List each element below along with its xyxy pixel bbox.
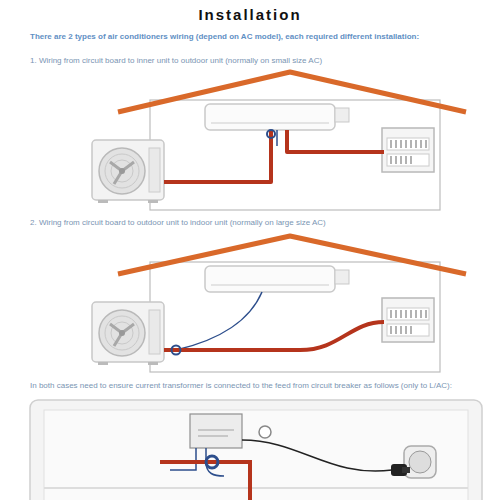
page-title: Installation (0, 6, 500, 23)
instruction-note: In both cases need to ensure current tra… (30, 381, 480, 391)
intro-note: There are 2 types of air conditioners wi… (30, 32, 480, 42)
case-note: 2. Wiring from circuit board to outdoor … (30, 218, 480, 228)
case-note: 1. Wiring from circuit board to inner un… (30, 56, 480, 66)
